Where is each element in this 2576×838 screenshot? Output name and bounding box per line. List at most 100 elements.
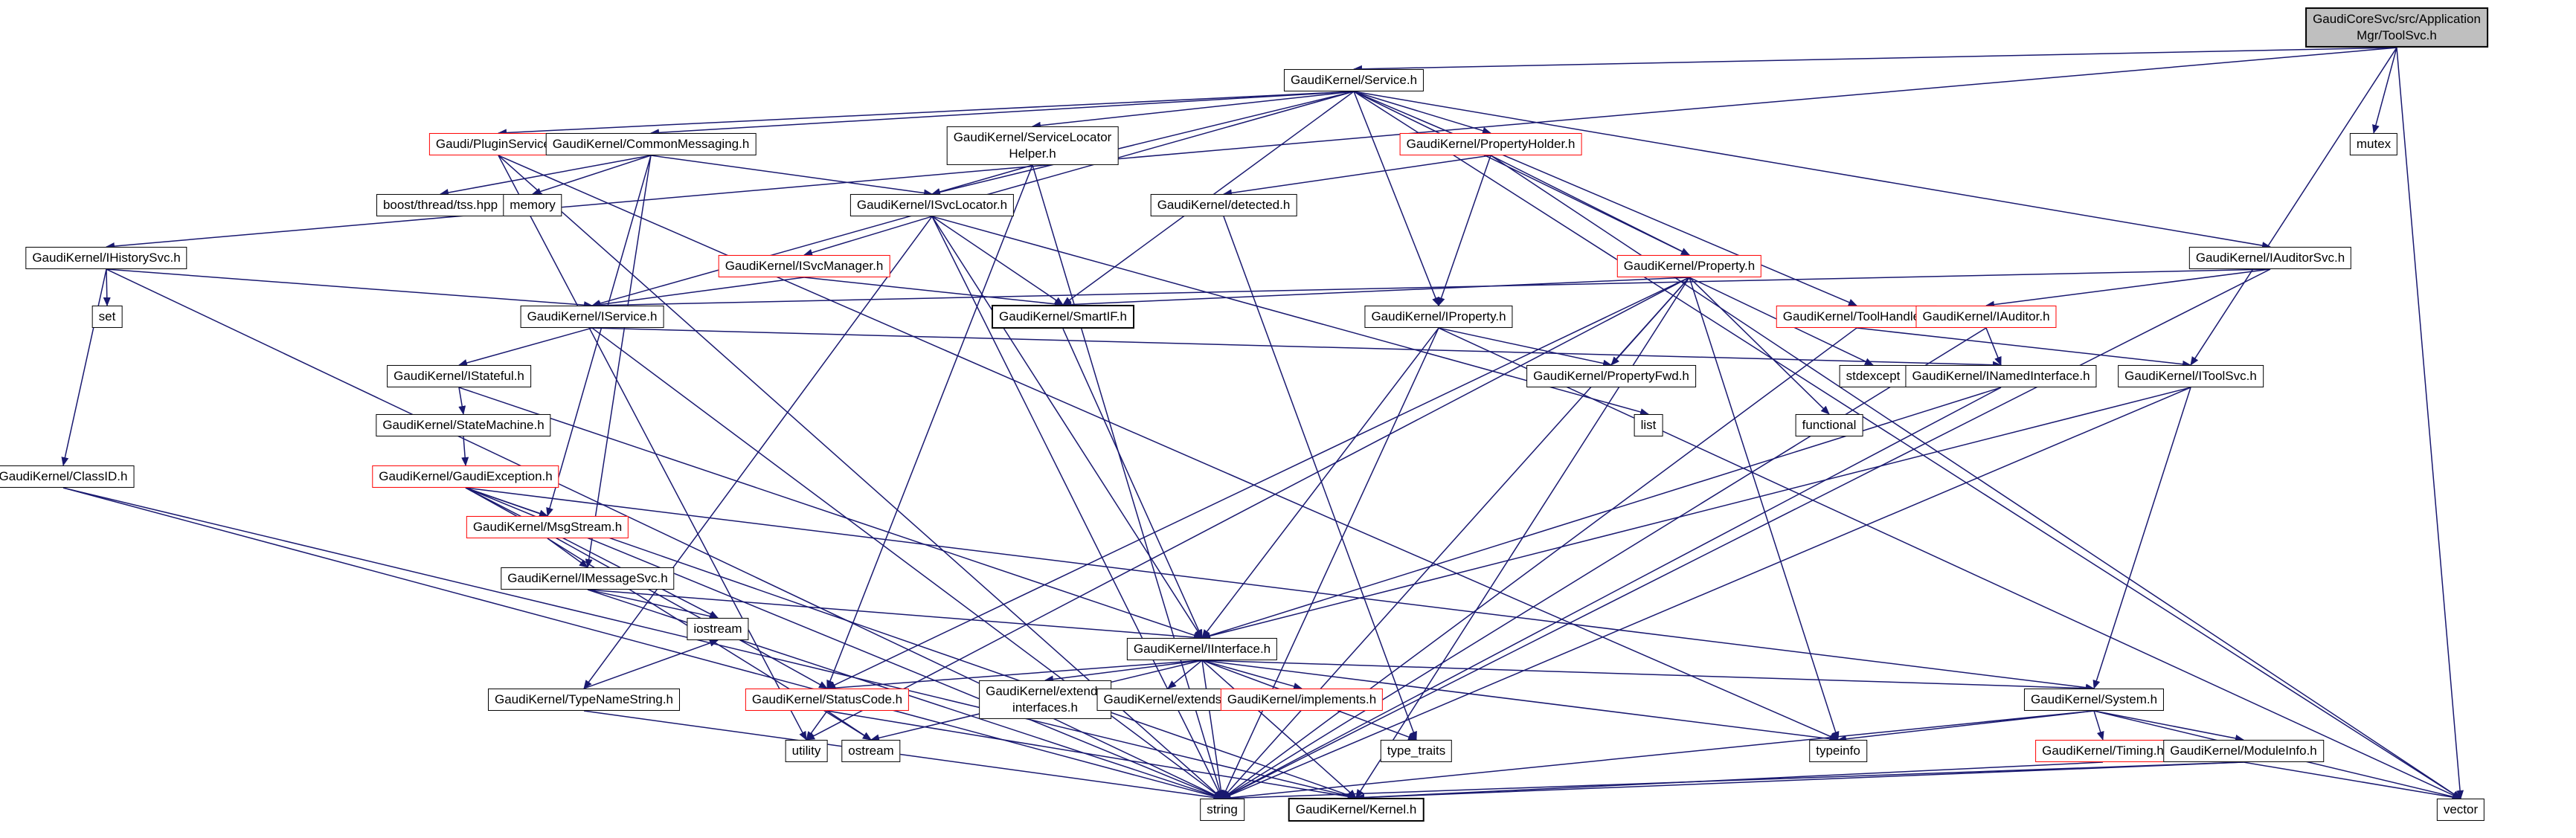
node-ostream[interactable]: ostream — [841, 739, 901, 763]
node-label: GaudiKernel/implements.h — [1227, 692, 1377, 706]
node-label: GaudiKernel/CommonMessaging.h — [552, 136, 750, 151]
node-timing[interactable]: GaudiKernel/Timing.h — [2035, 739, 2171, 763]
node-typeinfo[interactable]: typeinfo — [1809, 739, 1867, 763]
node-iproperty[interactable]: GaudiKernel/IProperty.h — [1364, 305, 1513, 329]
node-iservice[interactable]: GaudiKernel/IService.h — [520, 305, 664, 329]
node-boosttss[interactable]: boost/thread/tss.hpp — [376, 193, 505, 217]
edge-service-iauditorsvc — [1353, 91, 2271, 250]
node-extends[interactable]: GaudiKernel/extends.h — [1096, 688, 1239, 712]
edge-propertyholder-property — [1490, 155, 1690, 256]
edge-gaudiexception-system — [465, 487, 2095, 692]
node-inamedinterface[interactable]: GaudiKernel/INamedInterface.h — [1905, 364, 2097, 388]
edge-iinterface-typeinfo — [1201, 660, 1839, 743]
node-statemachine[interactable]: GaudiKernel/StateMachine.h — [376, 413, 551, 437]
edge-property-typeinfo — [1689, 277, 1840, 741]
node-msgstream[interactable]: GaudiKernel/MsgStream.h — [466, 515, 629, 539]
node-iinterface[interactable]: GaudiKernel/IInterface.h — [1126, 637, 1278, 661]
node-label: list — [1640, 417, 1657, 432]
edge-statuscode-utility — [806, 710, 828, 741]
node-label: GaudiKernel/TypeNameString.h — [494, 692, 674, 706]
node-property[interactable]: GaudiKernel/Property.h — [1616, 254, 1762, 278]
node-iauditorsvc[interactable]: GaudiKernel/IAuditorSvc.h — [2188, 246, 2352, 270]
node-label: GaudiKernel/PropertyFwd.h — [1533, 368, 1689, 383]
node-toolhandle[interactable]: GaudiKernel/ToolHandle.h — [1776, 305, 1938, 329]
node-mutex[interactable]: mutex — [2349, 132, 2398, 156]
edge-typenamestring-iostream — [583, 639, 719, 689]
node-utility[interactable]: utility — [785, 739, 828, 763]
node-kernel[interactable]: GaudiKernel/Kernel.h — [1288, 797, 1424, 822]
node-label: GaudiKernel/Timing.h — [2042, 743, 2164, 758]
node-smartif[interactable]: GaudiKernel/SmartIF.h — [992, 304, 1134, 329]
edge-property-string — [1221, 277, 1690, 799]
node-list[interactable]: list — [1634, 413, 1663, 437]
edge-iproperty-iinterface — [1201, 327, 1439, 639]
edge-isvclocator-smartif — [931, 216, 1064, 306]
node-system[interactable]: GaudiKernel/System.h — [2023, 688, 2165, 712]
edge-pluginservice-typeinfo — [498, 155, 1839, 741]
edge-service-pluginservice — [498, 91, 1355, 137]
node-label: GaudiKernel/IHistorySvc.h — [32, 250, 181, 265]
edge-property-utility — [806, 277, 1690, 741]
node-label: GaudiKernel/Property.h — [1623, 258, 1756, 273]
node-label: vector — [2443, 802, 2479, 816]
edge-inamedinterface-iinterface — [1201, 387, 2002, 639]
node-iauditor[interactable]: GaudiKernel/IAuditor.h — [1915, 305, 2057, 329]
node-extendinterfaces[interactable]: GaudiKernel/extend_interfaces.h — [979, 680, 1111, 720]
node-iostream[interactable]: iostream — [687, 617, 749, 641]
edge-imessagesvc-iostream — [587, 589, 719, 620]
node-isvcmanager[interactable]: GaudiKernel/ISvcManager.h — [718, 254, 890, 278]
edge-isvcmanager-iservice — [591, 277, 805, 309]
node-string[interactable]: string — [1200, 798, 1244, 822]
node-memory[interactable]: memory — [503, 193, 562, 217]
node-label: GaudiKernel/ISvcManager.h — [725, 258, 884, 273]
node-itoolsvc[interactable]: GaudiKernel/IToolSvc.h — [2118, 364, 2264, 388]
node-propertyfwd[interactable]: GaudiKernel/PropertyFwd.h — [1526, 364, 1696, 388]
edge-gaudiexception-kernel — [465, 487, 1357, 799]
node-ihistorysvc[interactable]: GaudiKernel/IHistorySvc.h — [25, 246, 187, 270]
edge-iproperty-string — [1221, 327, 1439, 799]
node-label: GaudiKernel/IMessageSvc.h — [507, 570, 668, 585]
node-typenamestring[interactable]: GaudiKernel/TypeNameString.h — [487, 688, 681, 712]
edge-itoolsvc-system — [2092, 387, 2191, 689]
node-propertyholder[interactable]: GaudiKernel/PropertyHolder.h — [1399, 132, 1582, 156]
node-label: Helper.h — [1009, 146, 1056, 161]
node-statuscode[interactable]: GaudiKernel/StatusCode.h — [745, 688, 910, 712]
node-label: GaudiKernel/IService.h — [527, 309, 658, 323]
node-implements[interactable]: GaudiKernel/implements.h — [1220, 688, 1384, 712]
node-label: GaudiKernel/IToolSvc.h — [2124, 368, 2257, 383]
node-label: GaudiKernel/PropertyHolder.h — [1406, 136, 1576, 151]
node-label: utility — [791, 743, 821, 758]
node-label: GaudiKernel/System.h — [2030, 692, 2158, 706]
node-service[interactable]: GaudiKernel/Service.h — [1283, 68, 1424, 92]
node-label: set — [98, 309, 116, 323]
node-moduleinfo[interactable]: GaudiKernel/ModuleInfo.h — [2163, 739, 2324, 763]
edge-moduleinfo-kernel — [1355, 761, 2244, 802]
edge-service-vector — [1353, 91, 2461, 799]
edge-iauditorsvc-string — [1221, 268, 2271, 799]
edge-service-toolhandle — [1353, 91, 1857, 306]
node-isvclocator[interactable]: GaudiKernel/ISvcLocator.h — [849, 193, 1015, 217]
node-pluginservice[interactable]: Gaudi/PluginService.h — [428, 132, 568, 156]
node-classid[interactable]: GaudiKernel/ClassID.h — [0, 465, 135, 489]
node-commonmessaging[interactable]: GaudiKernel/CommonMessaging.h — [545, 132, 757, 156]
node-functional[interactable]: functional — [1795, 413, 1863, 437]
node-stdexcept[interactable]: stdexcept — [1839, 364, 1907, 388]
edge-system-timing — [2093, 710, 2104, 741]
edge-itoolsvc-iinterface — [1201, 387, 2191, 640]
node-istateful[interactable]: GaudiKernel/IStateful.h — [387, 364, 531, 388]
node-typetraits[interactable]: type_traits — [1380, 739, 1453, 763]
edge-iproperty-propertyfwd — [1438, 327, 1612, 367]
edge-iservice-inamedinterface — [591, 327, 2002, 369]
node-imessagesvc[interactable]: GaudiKernel/IMessageSvc.h — [501, 567, 675, 590]
edge-toolsvc-mutex — [2372, 47, 2397, 134]
node-set[interactable]: set — [91, 305, 123, 329]
node-gaudiexception[interactable]: GaudiKernel/GaudiException.h — [372, 465, 559, 489]
node-vector[interactable]: vector — [2436, 798, 2485, 822]
edge-iauditorsvc-iservice — [591, 268, 2271, 309]
edge-toolsvc-vector — [2396, 48, 2464, 799]
node-label: mutex — [2356, 136, 2392, 151]
node-detected[interactable]: GaudiKernel/detected.h — [1150, 193, 1297, 217]
node-label: stdexcept — [1846, 368, 1901, 383]
